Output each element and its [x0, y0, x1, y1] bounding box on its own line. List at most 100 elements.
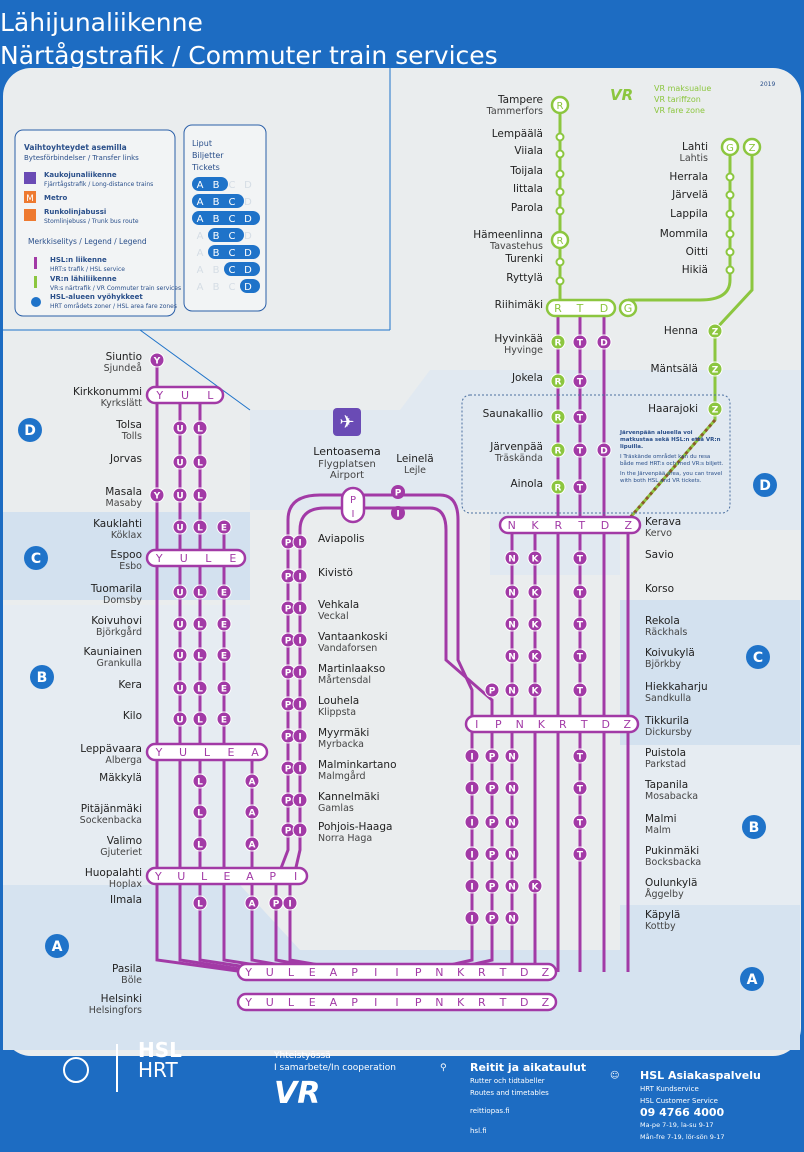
station-name[interactable]: Tapanila — [644, 779, 688, 791]
station-name[interactable]: Espoo — [110, 549, 142, 561]
interchange-pill[interactable] — [236, 992, 558, 1012]
station-name[interactable]: Valimo — [107, 835, 142, 847]
station-name-sv[interactable]: Vandaforsen — [318, 643, 377, 654]
interchange-pill[interactable] — [498, 515, 642, 535]
station-name-sv[interactable]: Sandkulla — [645, 693, 691, 704]
interchange-pill[interactable] — [236, 962, 558, 982]
station-name[interactable]: Mäkkylä — [99, 772, 142, 784]
station-name[interactable]: Savio — [645, 549, 674, 561]
station-name[interactable]: Leppävaara — [80, 743, 142, 755]
station-name-sv[interactable]: Parkstad — [645, 759, 686, 770]
station-name[interactable]: Kannelmäki — [318, 791, 379, 803]
station-name[interactable]: Rekola — [645, 615, 680, 627]
station-name-sv[interactable]: Domsby — [103, 595, 142, 606]
station-name[interactable]: Hikiä — [682, 264, 708, 276]
station-name-sv[interactable]: Lejle — [404, 465, 426, 476]
station-name[interactable]: Kivistö — [318, 567, 353, 579]
station-name-sv[interactable]: Åggelby — [645, 888, 684, 900]
station-name-sv[interactable]: Tolls — [121, 431, 142, 442]
interchange-pill[interactable] — [145, 742, 269, 762]
interchange-pill[interactable] — [145, 548, 247, 568]
station-name[interactable]: Turenki — [504, 253, 543, 265]
station-name[interactable]: Masala — [105, 486, 142, 498]
station-name[interactable]: Kilo — [123, 710, 142, 722]
station-name[interactable]: Oulunkylä — [645, 877, 697, 889]
station-name[interactable]: Herrala — [669, 171, 708, 183]
station-name-sv[interactable]: Tammerfors — [486, 106, 543, 117]
station-name-sv[interactable]: Esbo — [119, 561, 142, 572]
station-name-sv[interactable]: Myrbacka — [318, 739, 364, 750]
station-name-sv[interactable]: Mosabacka — [645, 791, 698, 802]
station-name[interactable]: Tikkurila — [644, 715, 689, 727]
station-name[interactable]: Ainola — [510, 478, 543, 490]
station-name-sv[interactable]: Kyrkslätt — [101, 398, 143, 409]
station-name[interactable]: Louhela — [318, 695, 359, 707]
station-name-sv[interactable]: Räckhals — [645, 627, 687, 638]
station-name-sv[interactable]: Björkby — [645, 659, 681, 670]
station-name[interactable]: Kera — [118, 679, 142, 691]
station-name-sv[interactable]: Malmgård — [318, 771, 366, 782]
station-name[interactable]: Järvelä — [671, 189, 708, 201]
airport-sv[interactable]: Flygplatsen — [318, 459, 376, 470]
airport-interchange[interactable] — [340, 486, 366, 524]
airport-fi[interactable]: Lentoasema — [313, 445, 380, 458]
interchange-pill[interactable] — [145, 385, 225, 405]
station-name-sv[interactable]: Bocksbacka — [645, 857, 701, 868]
station-name-sv[interactable]: Gjuteriet — [100, 847, 142, 858]
station-name[interactable]: Käpylä — [645, 909, 680, 921]
station-name[interactable]: Martinlaakso — [318, 663, 385, 675]
station-name[interactable]: Hämeenlinna — [473, 229, 543, 241]
station-name[interactable]: Korso — [645, 583, 674, 595]
station-name[interactable]: Aviapolis — [318, 533, 365, 545]
station-name[interactable]: Kauniainen — [84, 646, 142, 658]
station-name[interactable]: Hiekkaharju — [645, 681, 708, 693]
station-name[interactable]: Toijala — [509, 165, 543, 177]
station-name-sv[interactable]: Malm — [645, 825, 671, 836]
station-name[interactable]: Ryttylä — [506, 272, 543, 284]
station-name[interactable]: Tolsa — [115, 419, 142, 431]
station-name[interactable]: Kauklahti — [93, 518, 142, 530]
station-name-sv[interactable]: Kervo — [645, 528, 672, 539]
station-name[interactable]: Tuomarila — [90, 583, 142, 595]
station-name[interactable]: Lappila — [670, 208, 708, 220]
station-name[interactable]: Viiala — [514, 145, 543, 157]
station-name-sv[interactable]: Norra Haga — [318, 833, 372, 844]
station-name[interactable]: Lahti — [682, 141, 708, 153]
station-name[interactable]: Mommila — [660, 228, 708, 240]
airport-en[interactable]: Airport — [330, 470, 364, 481]
station-name-sv[interactable]: Grankulla — [97, 658, 142, 669]
station-name-sv[interactable]: Alberga — [105, 755, 142, 766]
station-name[interactable]: Ilmala — [110, 894, 142, 906]
station-name[interactable]: Myyrmäki — [318, 727, 369, 739]
station-name[interactable]: Kerava — [645, 516, 681, 528]
station-name[interactable]: Vehkala — [318, 599, 359, 611]
station-name[interactable]: Vantaankoski — [318, 631, 388, 643]
station-name[interactable]: Saunakallio — [483, 408, 543, 420]
station-name-sv[interactable]: Kottby — [645, 921, 676, 932]
interchange-pill[interactable] — [464, 714, 640, 734]
station-name[interactable]: Parola — [511, 202, 543, 214]
station-name-sv[interactable]: Träskända — [494, 453, 543, 464]
station-name-sv[interactable]: Tavastehus — [489, 241, 543, 252]
station-name[interactable]: Malminkartano — [318, 759, 397, 771]
station-name[interactable]: Koivukylä — [645, 647, 695, 659]
station-name[interactable]: Järvenpää — [489, 441, 543, 453]
station-name[interactable]: Lempäälä — [492, 128, 543, 140]
station-name-sv[interactable]: Veckal — [318, 611, 349, 622]
interchange-pill[interactable] — [545, 298, 617, 318]
station-name[interactable]: Tampere — [497, 94, 543, 106]
station-name-sv[interactable]: Masaby — [106, 498, 143, 509]
station-name[interactable]: Oitti — [686, 246, 708, 258]
station-name[interactable]: Henna — [664, 325, 698, 337]
station-name-sv[interactable]: Sjundeå — [104, 363, 142, 374]
station-name[interactable]: Pukinmäki — [645, 845, 699, 857]
station-name[interactable]: Iittala — [513, 183, 543, 195]
station-name[interactable]: Riihimäki — [495, 299, 543, 311]
reittiopas-link[interactable]: reittiopas.fi — [470, 1107, 510, 1115]
interchange-pill[interactable] — [145, 866, 309, 886]
station-name[interactable]: Puistola — [645, 747, 686, 759]
station-name-sv[interactable]: Björkgård — [96, 627, 142, 638]
station-name[interactable]: Pitäjänmäki — [81, 803, 142, 815]
station-name[interactable]: Jokela — [511, 372, 543, 384]
hsl-link[interactable]: hsl.fi — [470, 1127, 487, 1135]
